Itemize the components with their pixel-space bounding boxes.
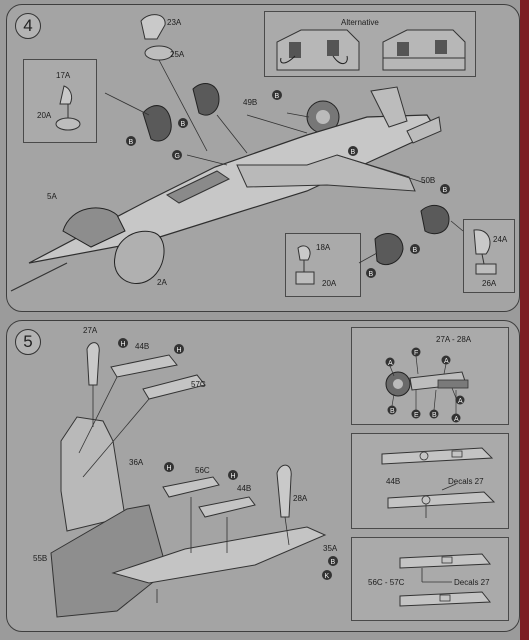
alternative-label: Alternative — [341, 18, 379, 27]
red-edge-strip — [520, 0, 529, 640]
part-20a-bottom-label: 20A — [322, 279, 337, 288]
part-56c-label: 56C — [195, 466, 210, 475]
svg-text:B: B — [331, 559, 336, 566]
gear-leg-27a — [86, 342, 100, 386]
svg-text:A: A — [388, 360, 393, 367]
decals-27-label-1: Decals 27 — [448, 477, 484, 486]
svg-text:B: B — [443, 187, 448, 194]
gear-leg-28a — [276, 464, 292, 518]
svg-text:G: G — [175, 153, 180, 160]
intake-half-upper-icon — [192, 83, 220, 116]
door-44b-decal-inset: 44B Decals 27 — [351, 433, 509, 529]
svg-text:F: F — [414, 350, 418, 357]
marker-h-2: H — [174, 344, 184, 354]
part-18a-label: 18A — [316, 243, 331, 252]
svg-text:B: B — [129, 139, 134, 146]
glue-marker-b-5: B — [440, 184, 450, 194]
svg-text:A: A — [458, 398, 463, 405]
part-24a-label: 24A — [493, 235, 508, 244]
part-17a-label: 17A — [56, 71, 71, 80]
part-2a-label: 2A — [157, 278, 167, 287]
part-5a-label: 5A — [47, 192, 57, 201]
door-44b-top — [110, 354, 178, 378]
detail-44b-label: 44B — [386, 477, 400, 486]
step-4-panel: 4 Alternative 17A 20A — [6, 4, 520, 312]
wing-upper-36a — [60, 416, 126, 532]
part-44b-mid-label: 44B — [237, 484, 251, 493]
step-5-wing-drawing: H H H H B K 27A 44B 57C 36A 56C 44B 28A … — [33, 326, 338, 618]
part-55b-label: 55B — [33, 554, 47, 563]
canopy-inset-17a: 17A 20A — [23, 59, 97, 143]
gear-detail-inset: 27A - 28A F A A A B E B A — [351, 327, 509, 425]
part-24a-inset: 24A 26A — [463, 219, 515, 293]
alternative-inset: Alternative — [264, 11, 476, 77]
svg-text:K: K — [325, 573, 330, 580]
door-44b-mid — [198, 496, 256, 518]
part-36a-label: 36A — [129, 458, 144, 467]
svg-text:B: B — [390, 408, 395, 415]
svg-text:E: E — [414, 412, 419, 419]
part-26a-label: 26A — [482, 279, 497, 288]
svg-text:B: B — [369, 271, 374, 278]
svg-text:B: B — [275, 93, 280, 100]
marker-h-4: H — [228, 470, 238, 480]
step-4-aircraft-drawing: 23A 25A — [10, 14, 464, 292]
svg-text:A: A — [454, 416, 459, 423]
svg-text:H: H — [177, 347, 182, 354]
marker-b-1: B — [328, 556, 338, 566]
step-5-number: 5 — [15, 329, 41, 355]
glue-marker-b-4: B — [348, 146, 358, 156]
svg-text:B: B — [432, 412, 437, 419]
glue-marker-b-3: B — [272, 90, 282, 100]
intake-half-far-right-icon — [420, 204, 450, 235]
glue-marker-b-1: B — [126, 136, 136, 146]
wing-panel-35a — [111, 526, 327, 584]
svg-text:A: A — [444, 358, 449, 365]
glue-marker-b-6: B — [410, 244, 420, 254]
intake-half-right-icon — [374, 233, 404, 265]
part-23a-label: 23A — [167, 18, 182, 27]
svg-text:B: B — [413, 247, 418, 254]
door-57c — [142, 374, 206, 400]
alternative-diagram-right — [382, 29, 466, 71]
part-25a-label: 25A — [170, 50, 185, 59]
step-5-panel: 5 27A - 28A F A A A B E B A — [6, 320, 520, 632]
door-56c-57c-decal-inset: 56C - 57C Decals 27 — [351, 537, 509, 621]
decals-27-label-2: Decals 27 — [454, 578, 490, 587]
part-50b-label: 50B — [421, 176, 435, 185]
alternative-diagram-left — [276, 29, 360, 71]
marker-k-1: K — [322, 570, 332, 580]
svg-text:H: H — [121, 341, 126, 348]
part-57c-label: 57C — [191, 380, 206, 389]
vertical-tail — [370, 86, 408, 128]
door-56c — [162, 476, 220, 498]
svg-text:B: B — [351, 149, 356, 156]
canopy-opening — [165, 170, 231, 204]
detail-56c-57c-label: 56C - 57C — [368, 578, 405, 587]
part-49b-label: 49B — [243, 98, 257, 107]
part-20a-top-label: 20A — [37, 111, 52, 120]
side-intake — [62, 207, 126, 248]
svg-text:H: H — [231, 473, 236, 480]
ref-marker-g: G — [172, 150, 182, 160]
part-27a-label: 27A — [83, 326, 98, 335]
marker-h-3: H — [164, 462, 174, 472]
intake-fairing-2a — [114, 230, 165, 284]
glue-marker-b-2: B — [178, 118, 188, 128]
part-18a-inset: 18A 20A — [285, 233, 361, 297]
svg-text:B: B — [181, 121, 186, 128]
horizontal-tail — [406, 116, 442, 144]
inset-27a-28a-title: 27A - 28A — [436, 335, 472, 344]
step-4-number: 4 — [15, 13, 41, 39]
part-35a-label: 35A — [323, 544, 338, 553]
glue-marker-b-7: B — [366, 268, 376, 278]
part-44b-top-label: 44B — [135, 342, 149, 351]
pitot-probe — [10, 262, 68, 292]
part-28a-label: 28A — [293, 494, 308, 503]
seat-23a-25a: 23A 25A — [140, 14, 185, 61]
svg-text:H: H — [167, 465, 172, 472]
intake-half-left-icon — [142, 105, 172, 142]
marker-h-1: H — [118, 338, 128, 348]
wing — [236, 154, 416, 192]
